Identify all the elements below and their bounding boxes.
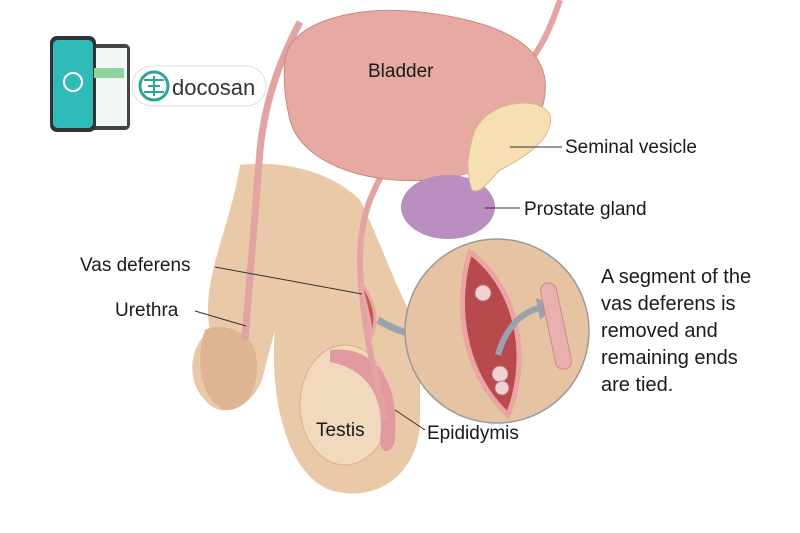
procedure-caption: A segment of the vas deferens is removed… xyxy=(601,264,751,399)
caption-line: are tied. xyxy=(601,374,674,396)
label-urethra: Urethra xyxy=(115,300,179,321)
label-seminal-vesicle: Seminal vesicle xyxy=(565,137,697,158)
seminal-vesicle xyxy=(467,102,551,192)
prostate-gland xyxy=(401,175,495,239)
label-bladder: Bladder xyxy=(368,61,434,82)
label-testis: Testis xyxy=(316,420,365,441)
label-epididymis: Epididymis xyxy=(427,423,519,444)
label-prostate-gland: Prostate gland xyxy=(524,199,647,220)
urethra-tube xyxy=(241,20,304,341)
app-phone-image xyxy=(50,36,130,132)
caption-line: removed and xyxy=(601,320,718,342)
label-vas-deferens: Vas deferens xyxy=(80,255,191,276)
caption-line: A segment of the xyxy=(601,266,752,288)
docosan-logo-icon xyxy=(138,70,170,102)
brand-name: docosan xyxy=(172,75,256,100)
leader-lines xyxy=(194,146,562,431)
inset-magnified-view xyxy=(404,238,590,424)
caption-line: vas deferens is xyxy=(601,293,736,315)
epididymis xyxy=(330,349,396,452)
caption-line: remaining ends xyxy=(601,347,738,369)
